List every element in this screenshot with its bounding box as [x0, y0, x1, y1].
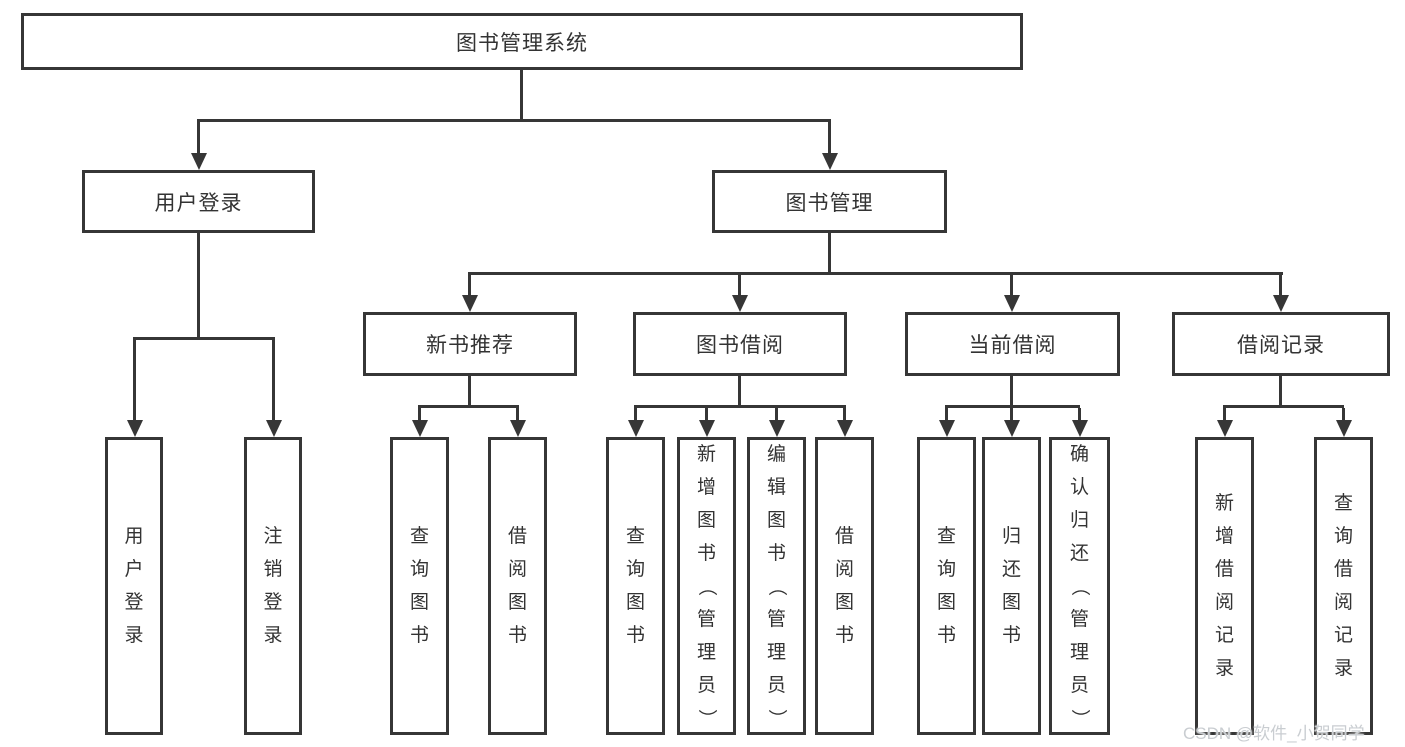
leaf-user-login-label: 用户登录 — [124, 526, 144, 646]
leaf-return-book-label: 归还图书 — [1001, 526, 1021, 646]
leaf-query-books-1: 查询图书 — [390, 437, 449, 735]
arrow-to-leaf-logout — [272, 340, 275, 420]
connector-root-stub — [520, 70, 523, 119]
connector-user-login-hline — [133, 337, 275, 340]
arrow-to-leaf-borrow-books-2 — [843, 408, 846, 420]
connector-book-management-stub — [828, 233, 831, 272]
node-borrow-records-label: 借阅记录 — [1237, 334, 1325, 357]
leaf-query-books-3-label: 查询图书 — [936, 526, 956, 646]
connector-root-hline — [197, 119, 831, 122]
leaf-borrow-books-1-label: 借阅图书 — [507, 526, 527, 646]
leaf-borrow-books-2-label: 借阅图书 — [834, 526, 854, 646]
leaf-edit-book-admin-label: 编辑图书（管理员） — [765, 443, 787, 728]
arrow-to-leaf-query-books-1 — [418, 408, 421, 420]
leaf-query-books-3: 查询图书 — [917, 437, 976, 735]
node-current-borrow: 当前借阅 — [905, 312, 1120, 376]
leaf-add-borrow-record-label: 新增借阅记录 — [1214, 493, 1234, 679]
arrow-to-leaf-borrow-books-1 — [516, 408, 519, 420]
leaf-logout: 注销登录 — [244, 437, 302, 735]
leaf-user-login: 用户登录 — [105, 437, 163, 735]
leaf-borrow-books-1: 借阅图书 — [488, 437, 547, 735]
leaf-add-borrow-record: 新增借阅记录 — [1195, 437, 1254, 735]
leaf-query-books-2: 查询图书 — [606, 437, 665, 735]
connector-book-management-hline — [468, 272, 1283, 275]
arrow-to-user-login — [197, 122, 200, 153]
arrow-to-leaf-query-books-2 — [634, 408, 637, 420]
node-current-borrow-label: 当前借阅 — [968, 334, 1057, 357]
node-book-management: 图书管理 — [712, 170, 947, 233]
leaf-edit-book-admin: 编辑图书（管理员） — [747, 437, 806, 735]
leaf-query-books-1-label: 查询图书 — [409, 526, 429, 646]
node-root: 图书管理系统 — [21, 13, 1023, 70]
arrow-to-book-management — [828, 122, 831, 153]
arrow-to-leaf-confirm-return-admin — [1078, 408, 1081, 420]
node-book-management-label: 图书管理 — [785, 191, 874, 215]
leaf-confirm-return-admin: 确认归还（管理员） — [1049, 437, 1110, 735]
arrow-to-leaf-edit-book-admin — [775, 408, 778, 420]
node-new-book-recommend: 新书推荐 — [363, 312, 577, 376]
node-borrow-records: 借阅记录 — [1172, 312, 1390, 376]
node-root-label: 图书管理系统 — [456, 31, 588, 55]
arrow-to-new-book-recommend — [468, 275, 471, 295]
leaf-return-book: 归还图书 — [982, 437, 1041, 735]
arrow-to-leaf-add-borrow-record — [1223, 408, 1226, 420]
node-new-book-recommend-label: 新书推荐 — [426, 334, 514, 357]
leaf-add-book-admin-label: 新增图书（管理员） — [695, 443, 717, 728]
arrow-to-current-borrow — [1010, 275, 1013, 295]
arrow-to-leaf-add-book-admin — [705, 408, 708, 420]
connector-new-book-recommend-hline — [418, 405, 519, 408]
connector-current-borrow-stub — [1010, 376, 1013, 405]
connector-current-borrow-hline — [945, 405, 1080, 408]
arrow-to-leaf-query-books-3 — [945, 408, 948, 420]
leaf-query-borrow-record: 查询借阅记录 — [1314, 437, 1373, 735]
arrow-to-borrow-records — [1279, 275, 1282, 295]
connector-new-book-recommend-stub — [468, 376, 471, 405]
node-user-login-label: 用户登录 — [154, 191, 243, 215]
leaf-confirm-return-admin-label: 确认归还（管理员） — [1068, 443, 1090, 728]
node-book-borrow: 图书借阅 — [633, 312, 847, 376]
leaf-query-borrow-record-label: 查询借阅记录 — [1333, 493, 1353, 679]
node-user-login: 用户登录 — [82, 170, 315, 233]
leaf-query-books-2-label: 查询图书 — [625, 526, 645, 646]
connector-borrow-records-hline — [1223, 405, 1344, 408]
node-book-borrow-label: 图书借阅 — [696, 334, 784, 357]
leaf-borrow-books-2: 借阅图书 — [815, 437, 874, 735]
connector-book-borrow-hline — [634, 405, 846, 408]
arrow-to-leaf-return-book — [1010, 408, 1013, 420]
leaf-logout-label: 注销登录 — [263, 526, 283, 646]
arrow-to-leaf-user-login — [133, 340, 136, 420]
watermark: CSDN @软件_小贺同学 — [1183, 724, 1365, 743]
arrow-to-leaf-query-borrow-record — [1342, 408, 1345, 420]
connector-user-login-stub — [197, 233, 200, 337]
leaf-add-book-admin: 新增图书（管理员） — [677, 437, 736, 735]
connector-book-borrow-stub — [738, 376, 741, 405]
arrow-to-book-borrow — [738, 275, 741, 295]
connector-borrow-records-stub — [1279, 376, 1282, 405]
